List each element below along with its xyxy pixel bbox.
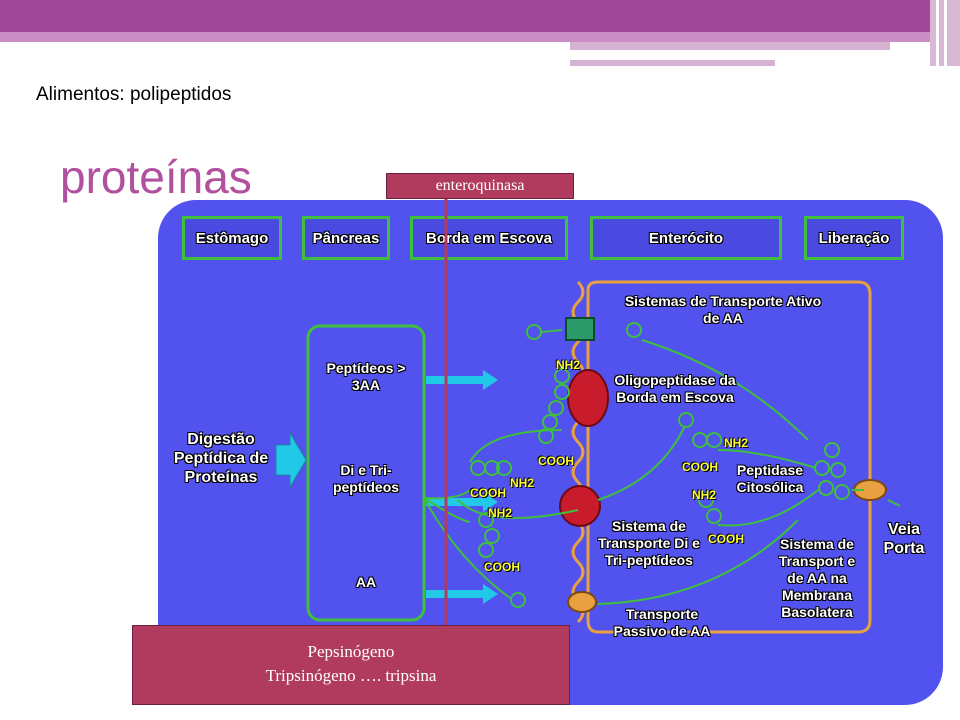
left-label: Digestão Peptídica de Proteínas [173, 431, 269, 486]
chem-nh2: NH2 [692, 488, 717, 502]
header-estomago: Estômago [182, 216, 282, 260]
header-borda-escova: Borda em Escova [410, 216, 568, 260]
box-item-aa: AA [355, 574, 377, 590]
decor-corner-line [936, 0, 939, 66]
arrow-icon [426, 492, 498, 512]
enteroquinasa-arrow [439, 196, 453, 646]
top-banner-stripe [0, 32, 930, 42]
digestion-box [306, 324, 426, 622]
decor-line [570, 42, 890, 50]
chem-nh2: NH2 [724, 436, 749, 450]
arrow-icon [426, 370, 498, 390]
box-item-peptideos: Peptídeos > 3AA [326, 360, 406, 393]
label-peptidase: Peptidase Citosólica [736, 462, 804, 495]
chem-cooh: COOH [708, 532, 744, 546]
callout-line-pepsinogeno: Pepsinógeno [307, 642, 395, 661]
label-oligopeptidase: Oligopeptidase da Borda em Escova [614, 372, 736, 405]
diagram-drawing [275, 280, 901, 634]
arrow-icon [426, 584, 498, 604]
chem-cooh: COOH [682, 460, 718, 474]
chem-cooh: COOH [484, 560, 520, 574]
chem-cooh: COOH [470, 486, 506, 500]
chem-cooh: COOH [538, 454, 574, 468]
chem-nh2: NH2 [488, 506, 513, 520]
label-di-tri-system: Sistema de Transporte Di e Tri-peptídeos [598, 518, 700, 568]
header-pancreas: Pâncreas [302, 216, 390, 260]
enterocyte-membrane [586, 280, 872, 634]
chem-nh2: NH2 [556, 358, 581, 372]
di-tri-transporter-icon [559, 485, 601, 527]
passive-transporter-icon [567, 591, 597, 613]
label-basolateral: Sistema de Transport e de AA na Membrana… [778, 536, 856, 620]
chem-nh2: NH2 [510, 476, 535, 490]
top-banner [0, 0, 930, 32]
decor-corner-line [944, 0, 947, 66]
decor-line [570, 52, 888, 54]
protein-digestion-diagram: Estômago Pâncreas Borda em Escova Enteró… [158, 200, 943, 705]
box-item-di-tri: Di e Tri-peptídeos [332, 462, 400, 495]
big-arrow-icon [275, 431, 307, 489]
subtitle: Alimentos: polipeptidos [36, 84, 232, 105]
header-enterocito: Enterócito [590, 216, 782, 260]
oligopeptidase-icon [567, 369, 609, 427]
enteroquinasa-callout: enteroquinasa [386, 173, 574, 199]
zymogen-callout: Pepsinógeno Tripsinógeno …. tripsina [132, 625, 570, 705]
callout-line-tripsinogeno: Tripsinógeno …. tripsina [265, 666, 437, 685]
header-liberacao: Liberação [804, 216, 904, 260]
transporter-icon [565, 317, 595, 341]
page-title: proteínas [60, 151, 252, 203]
decor-line [570, 60, 775, 66]
label-veia-porta: Veia Porta [883, 521, 925, 557]
label-passive-transport: Transporte Passivo de AA [613, 606, 711, 639]
label-active-transport: Sistemas de Transporte Ativo de AA [624, 293, 822, 326]
